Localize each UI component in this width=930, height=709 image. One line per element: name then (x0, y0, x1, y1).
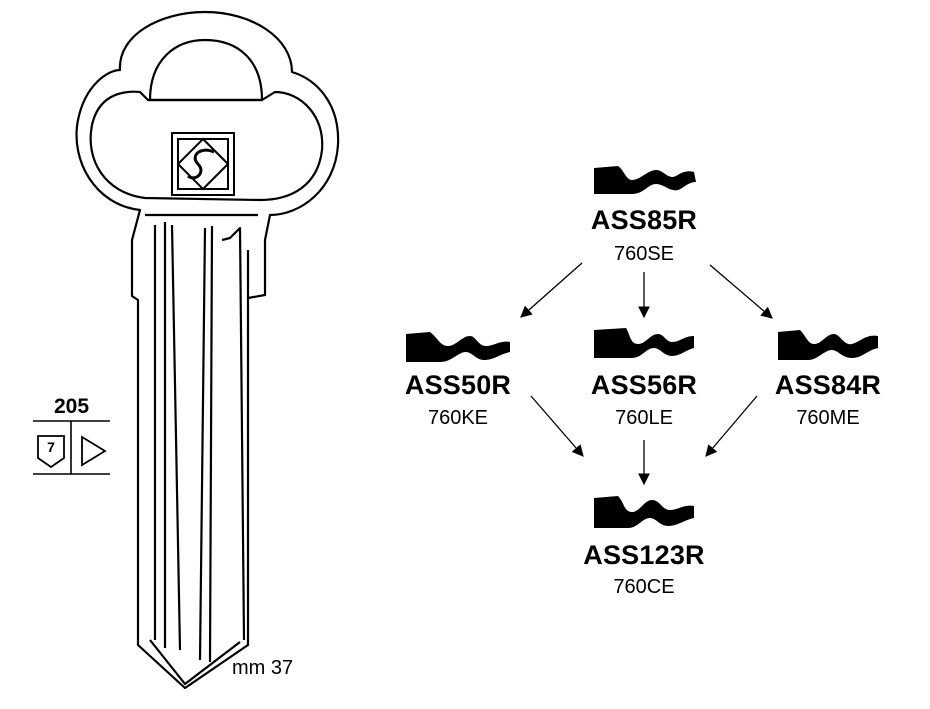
profile-arrows (520, 262, 773, 486)
profile-ref-top: 760SE (613, 243, 675, 265)
key-length-label: mm 37 (232, 657, 294, 679)
profile-ref-left: 760KE (427, 407, 489, 429)
profile-shape-left (406, 332, 510, 362)
triangle-right-icon (81, 435, 107, 467)
profile-code-bottom: ASS123R (583, 540, 705, 570)
arrow-left-to-bottom (530, 395, 584, 457)
profile-code-center: ASS56R (590, 370, 698, 400)
arrow-right-to-bottom (705, 395, 758, 457)
profile-ref-bottom: 760CE (613, 576, 675, 598)
profile-shape-top (594, 166, 696, 194)
key-info-table (33, 420, 110, 475)
profile-ref-right: 760ME (796, 407, 860, 429)
profile-silhouettes (406, 166, 878, 528)
brand-s-logo-icon (171, 132, 235, 196)
profile-shape-bottom (594, 496, 694, 528)
profile-code-left: ASS50R (404, 370, 512, 400)
profile-shape-center (594, 328, 694, 358)
profile-code-right: ASS84R (774, 370, 882, 400)
profile-shape-right (778, 330, 878, 360)
arrow-top-to-right (709, 264, 773, 319)
pin-count-badge-icon (37, 435, 65, 469)
profile-ref-center: 760LE (615, 407, 673, 429)
pin-count-badge-label: 7 (47, 439, 55, 455)
profile-code-top: ASS85R (590, 205, 698, 235)
key-number: 205 (53, 395, 90, 418)
key-outline (75, 10, 340, 690)
arrow-top-to-left (520, 262, 583, 318)
